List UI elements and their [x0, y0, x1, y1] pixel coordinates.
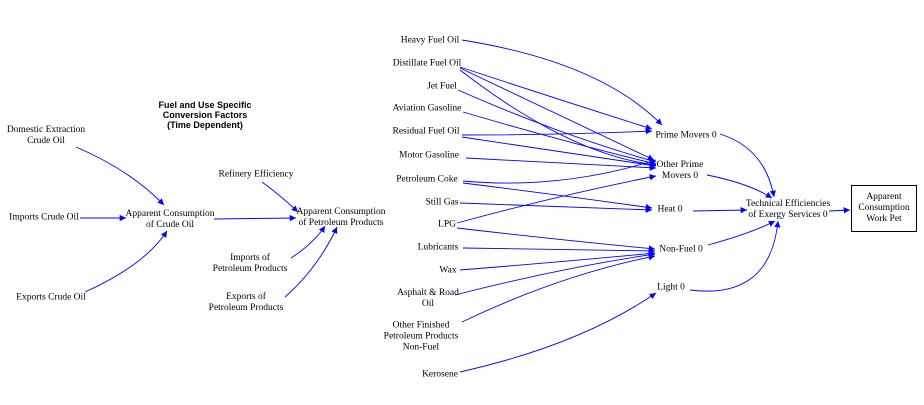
link-aviation-to-other	[462, 111, 657, 166]
link-distillate-to-heat	[459, 69, 657, 168]
link-other-finished-to-nonfuel	[461, 254, 656, 323]
still-gas-node[interactable]: Still Gas	[425, 197, 459, 208]
link-crude-to-petroleum	[213, 214, 297, 222]
link-lubricants-to-nonfuel	[462, 247, 656, 255]
link-distillate-to-other	[459, 67, 655, 161]
link-residual-to-other	[461, 136, 657, 169]
residual-fuel-oil-node[interactable]: Residual Fuel Oil	[392, 126, 460, 137]
technical-efficiencies-node[interactable]: Technical Efficiencies of Exergy Service…	[745, 199, 831, 220]
heat-node[interactable]: Heat 0	[657, 204, 683, 215]
non-fuel-node[interactable]: Non-Fuel 0	[659, 244, 703, 255]
link-prime-to-technical	[719, 133, 776, 198]
exports-petroleum-products-node[interactable]: Exports of Petroleum Products	[208, 292, 284, 313]
motor-gasoline-node[interactable]: Motor Gasoline	[399, 150, 459, 161]
apparent-consumption-work-label: Apparent Consumption Work Pet	[858, 192, 910, 224]
apparent-consumption-crude-node[interactable]: Apparent Consumption of Crude Oil	[125, 209, 215, 230]
link-domestic-to-crude	[75, 146, 165, 206]
link-technical-to-work	[828, 207, 851, 214]
link-lpg-to-other	[456, 174, 657, 224]
link-refinery-to-petroleum	[261, 181, 299, 213]
imports-petroleum-products-node[interactable]: Imports of Petroleum Products	[212, 253, 288, 274]
link-kerosene-to-light	[459, 292, 657, 373]
wax-node[interactable]: Wax	[439, 265, 457, 276]
link-petcoke-to-other	[462, 158, 657, 184]
kerosene-node[interactable]: Kerosene	[422, 369, 458, 380]
refinery-efficiency-node[interactable]: Refinery Efficiency	[218, 169, 294, 180]
imports-crude-oil-node[interactable]: Imports Crude Oil	[9, 212, 79, 223]
apparent-consumption-petroleum-node[interactable]: Apparent Consumption of Petroleum Produc…	[296, 207, 386, 228]
fuel-conversion-factors-label: Fuel and Use Specific Conversion Factors…	[158, 100, 252, 130]
link-light-to-technical	[689, 220, 781, 292]
light-node[interactable]: Light 0	[657, 282, 685, 293]
other-finished-products-node[interactable]: Other Finished Petroleum Products Non-Fu…	[383, 320, 459, 353]
distillate-fuel-oil-node[interactable]: Distillate Fuel Oil	[392, 58, 462, 69]
lpg-node[interactable]: LPG	[438, 219, 456, 230]
link-petcoke-to-heat	[462, 182, 653, 211]
link-exports-products-to-petroleum	[284, 226, 338, 298]
link-still-to-heat	[459, 202, 653, 213]
link-exports-to-crude	[84, 230, 168, 293]
heavy-fuel-oil-node[interactable]: Heavy Fuel Oil	[400, 35, 460, 46]
link-heavy-to-prime	[461, 39, 663, 126]
link-residual-to-prime	[461, 128, 653, 136]
jet-fuel-node[interactable]: Jet Fuel	[427, 81, 457, 92]
link-distillate-to-prime	[459, 66, 653, 131]
exports-crude-oil-node[interactable]: Exports Crude Oil	[16, 292, 86, 303]
link-wax-to-nonfuel	[459, 250, 656, 271]
lubricants-node[interactable]: Lubricants	[417, 242, 459, 253]
link-nonfuel-to-technical	[707, 220, 776, 246]
link-imports-products-to-petroleum	[290, 225, 326, 259]
apparent-consumption-work-stock[interactable]: Apparent Consumption Work Pet	[851, 185, 917, 232]
link-heat-to-technical	[692, 206, 748, 214]
aviation-gasoline-node[interactable]: Aviation Gasoline	[392, 103, 462, 114]
link-jet-to-other	[457, 89, 657, 164]
link-lpg-to-nonfuel	[456, 227, 656, 252]
domestic-extraction-node[interactable]: Domestic Extraction Crude Oil	[6, 125, 86, 146]
other-prime-movers-node[interactable]: Other Prime Movers 0	[656, 160, 704, 181]
asphalt-road-oil-node[interactable]: Asphalt & Road Oil	[397, 288, 459, 309]
prime-movers-node[interactable]: Prime Movers 0	[655, 130, 717, 141]
petroleum-coke-node[interactable]: Petroleum Coke	[396, 174, 458, 185]
link-other-to-technical	[706, 174, 773, 199]
link-asphalt-to-nonfuel	[454, 251, 656, 296]
